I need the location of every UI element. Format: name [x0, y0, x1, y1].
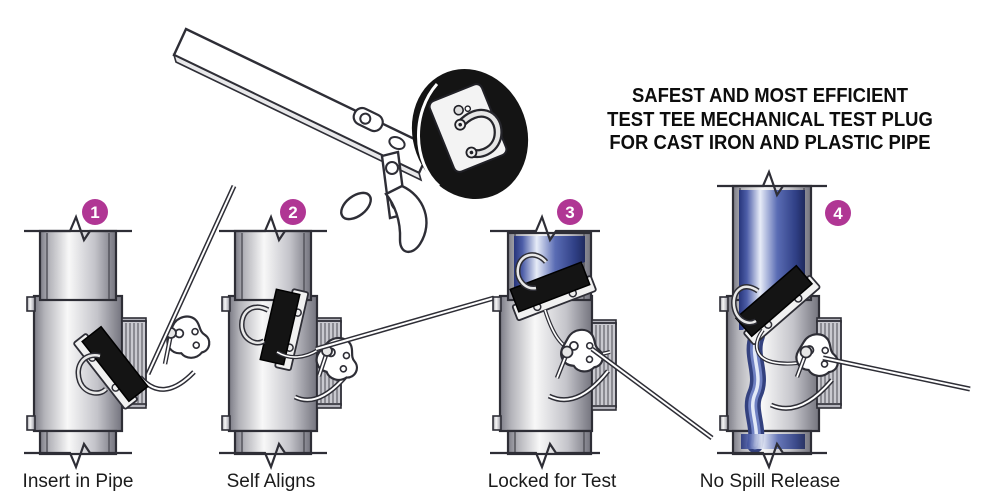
- step-badge-3: 3: [557, 199, 583, 225]
- pipe: [26, 229, 124, 456]
- break-mark-top: [490, 213, 600, 243]
- step-caption-3: Locked for Test: [488, 471, 617, 492]
- test-plug: [259, 288, 309, 371]
- tool-trigger: [340, 150, 428, 253]
- pivot-bolt: [799, 345, 813, 359]
- break-mark-bottom: [490, 441, 600, 471]
- step-1-illustration: [24, 184, 237, 471]
- step-number: 1: [90, 203, 99, 222]
- step-badge-2: 2: [280, 199, 306, 225]
- break-mark-bottom: [219, 441, 327, 471]
- test-plug: [509, 261, 597, 322]
- headline-line-3: FOR CAST IRON AND PLASTIC PIPE: [609, 131, 931, 154]
- step-3-illustration: [490, 213, 714, 471]
- break-mark-bottom: [717, 441, 827, 471]
- headline: SAFEST AND MOST EFFICIENT TEST TEE MECHA…: [606, 84, 934, 155]
- step-badge-1: 1: [82, 199, 108, 225]
- step-4-illustration: [717, 168, 971, 471]
- headline-line-2: TEST TEE MECHANICAL TEST PLUG: [607, 107, 933, 131]
- water-pool: [741, 434, 805, 449]
- pivot-bolt: [560, 345, 574, 359]
- break-mark-top: [717, 168, 827, 198]
- step-caption-1: Insert in Pipe: [23, 471, 134, 492]
- tool-plug-disc: [411, 68, 529, 200]
- step-badge-4: 4: [825, 200, 851, 226]
- tool-handle-bar: [172, 27, 433, 182]
- water: [739, 190, 805, 330]
- bar-hole: [388, 135, 406, 151]
- test-plug: [73, 325, 149, 410]
- step-number: 2: [288, 203, 297, 222]
- tool-illustration: [172, 27, 529, 253]
- step-number: 4: [833, 204, 843, 223]
- step-2-illustration: [219, 213, 495, 471]
- break-mark-top: [219, 213, 327, 243]
- water: [514, 236, 585, 288]
- break-mark-bottom: [24, 441, 132, 471]
- test-plug: [734, 264, 821, 346]
- disc-highlight: [417, 83, 441, 188]
- step-number: 3: [565, 203, 574, 222]
- break-mark-top: [24, 213, 132, 243]
- tool-mount-plate: [428, 83, 508, 173]
- headline-line-1: SAFEST AND MOST EFFICIENT: [631, 84, 909, 107]
- step-caption-2: Self Aligns: [227, 471, 316, 492]
- step-caption-4: No Spill Release: [700, 471, 840, 492]
- tool-pivot-bracket: [352, 106, 384, 133]
